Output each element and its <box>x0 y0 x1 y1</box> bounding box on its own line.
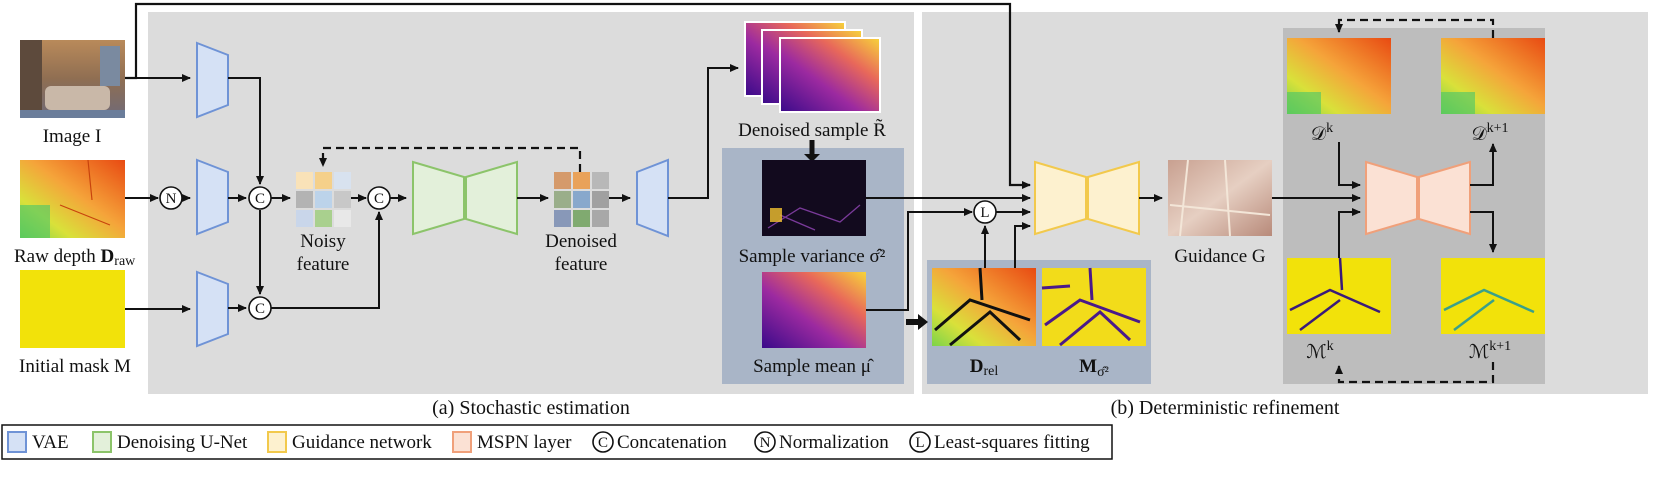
mask-iteration-loop <box>1335 362 1495 384</box>
sample-mean-map <box>762 272 866 348</box>
legend-label-4: Concatenation <box>617 432 727 453</box>
mspn-decoder <box>1418 160 1471 236</box>
sample-variance-label: Sample variance σ̂² <box>739 246 886 267</box>
denoised-feature-label-2: feature <box>555 254 608 275</box>
vae-decoder <box>636 158 669 238</box>
guidance-decoder <box>1087 160 1140 236</box>
legend-swatch-0 <box>7 431 27 453</box>
unet-decoder <box>465 160 518 236</box>
guidance-encoder <box>1034 160 1087 236</box>
denoised-feature-grid <box>554 172 609 227</box>
svg-text:C: C <box>255 191 265 207</box>
legend-swatch-1 <box>92 431 112 453</box>
legend-label-1: Denoising U-Net <box>117 432 248 453</box>
depth-k-map <box>1287 38 1391 114</box>
mk1-label: ℳk+1 <box>1469 339 1511 363</box>
initial-mask <box>20 270 125 348</box>
noisy-feature-label-1: Noisy <box>300 231 346 252</box>
svg-text:L: L <box>980 205 989 221</box>
legend-label-6: Least-squares fitting <box>934 432 1090 453</box>
raw-depth-map <box>20 159 125 238</box>
legend-symbol-text-4: C <box>598 435 608 451</box>
d-rel-label: Drel <box>970 356 999 379</box>
vae-encoder-depth <box>196 158 229 236</box>
sample-mean-label: Sample mean μ̂ <box>753 356 874 377</box>
svg-text:C: C <box>374 191 384 207</box>
svg-text:C: C <box>255 301 265 317</box>
unet-encoder <box>412 160 465 236</box>
legend: VAE Denoising U-Net Guidance network MSPN l… <box>7 431 1090 453</box>
image-label: Image I <box>43 126 102 147</box>
legend-swatch-2 <box>267 431 287 453</box>
legend-box <box>1 424 1113 460</box>
sample-variance-map <box>762 160 866 236</box>
legend-label-2: Guidance network <box>292 432 432 453</box>
guidance-label: Guidance G <box>1174 246 1266 267</box>
depth-iteration-loop <box>1335 18 1495 38</box>
mask-label: Initial mask M <box>19 356 131 377</box>
m-sigma-label: Mσ̂² <box>1079 356 1109 380</box>
mk-label: ℳk <box>1306 339 1333 363</box>
caption-deterministic: (b) Deterministic refinement <box>1111 397 1340 419</box>
caption-stochastic: (a) Stochastic estimation <box>432 397 630 419</box>
dk1-label: 𝒟k+1 <box>1471 121 1508 145</box>
legend-symbol-text-6: L <box>915 435 924 451</box>
noisy-feature-label-2: feature <box>297 254 350 275</box>
mspn-encoder <box>1365 160 1418 236</box>
legend-label-3: MSPN layer <box>477 432 572 453</box>
relative-depth-map <box>932 267 1036 347</box>
mask-k-map <box>1287 257 1391 334</box>
svg-text:N: N <box>166 191 177 207</box>
legend-label-0: VAE <box>32 432 69 453</box>
legend-symbol-5 <box>754 431 776 453</box>
denoised-feature-label-1: Denoised <box>545 231 617 252</box>
denoised-samples-stack <box>744 21 881 113</box>
mask-k1-map <box>1441 258 1545 334</box>
denoised-sample-label: Denoised sample R̃ <box>738 118 886 141</box>
legend-symbol-text-5: N <box>760 435 771 451</box>
noisy-feature-grid <box>296 172 351 227</box>
input-image <box>20 40 125 118</box>
dk-label: 𝒟k <box>1311 121 1333 145</box>
vae-encoder-mask <box>196 270 229 348</box>
raw-depth-label: Raw depth Draw <box>14 246 136 269</box>
guidance-map <box>1168 159 1272 237</box>
depth-k1-map <box>1441 38 1545 114</box>
legend-swatch-3 <box>452 431 472 453</box>
legend-symbol-4 <box>592 431 614 453</box>
vae-encoder-image <box>196 41 229 119</box>
legend-symbol-6 <box>909 431 931 453</box>
denoising-loop <box>319 146 582 172</box>
variance-mask-map <box>1041 267 1146 347</box>
legend-label-5: Normalization <box>779 432 889 453</box>
